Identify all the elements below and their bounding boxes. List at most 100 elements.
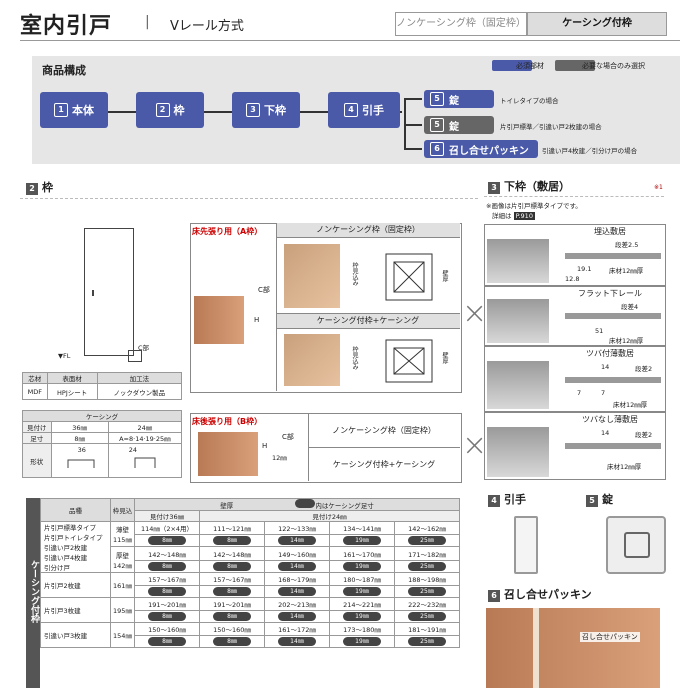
frame-section-drawing-a1 — [385, 253, 433, 301]
page-title: 室内引戸 — [20, 14, 113, 39]
casing-leg-pill: 8㎜ — [148, 612, 186, 621]
panel-divider — [308, 447, 460, 448]
dim-label: 7 — [601, 389, 606, 397]
thickness-range: 222～232㎜ — [394, 597, 460, 611]
tab-non-casing[interactable]: ノンケーシング枠（固定枠） — [395, 12, 527, 36]
pill-cell: 8㎜ — [134, 610, 200, 623]
cross-icon: × — [462, 296, 488, 331]
spec-value: HPJシート — [46, 383, 98, 400]
section-num: 3 — [488, 182, 500, 194]
dim-label: 壁厚 — [441, 270, 448, 282]
page-subtitle: Vレール方式 — [170, 19, 244, 34]
branch-arrow — [404, 148, 422, 150]
wall-label: 厚壁 — [116, 551, 129, 560]
num-badge: 6 — [430, 142, 444, 156]
casing-leg-pill: 8㎜ — [148, 562, 186, 571]
casing-cell: 36㎜ — [50, 421, 109, 433]
dim-label: 床材12㎜厚 — [613, 401, 648, 409]
pill-cell: 14㎜ — [264, 534, 330, 547]
tab-casing[interactable]: ケーシング付枠 — [527, 12, 667, 36]
section-num: 4 — [488, 495, 500, 507]
pill-cell: 14㎜ — [264, 610, 330, 623]
component-label: 下枠 — [264, 104, 286, 117]
thickness-range: 150～160㎜ — [134, 622, 200, 636]
frame-section-photo-b — [198, 432, 258, 476]
panel-divider — [276, 223, 277, 391]
section-title: 錠 — [602, 493, 613, 506]
floor-material — [565, 377, 661, 383]
thickness-range: 214～221㎜ — [329, 597, 395, 611]
pill-cell: 25㎜ — [394, 560, 460, 573]
lower-type-flat: フラット下レール 段差4 51 床材12㎜厚 — [484, 286, 666, 346]
casing-leg-pill: 14㎜ — [278, 536, 316, 545]
component-label: 引手 — [362, 104, 384, 117]
pill-cell: 19㎜ — [329, 585, 395, 598]
lower-note: ※画像は片引戸標準タイプです。 — [486, 202, 582, 210]
casing-cell: 形状 — [22, 443, 52, 478]
casing-shape-36: 36 — [50, 443, 109, 478]
pill-cell: 8㎜ — [199, 534, 265, 547]
casing-leg-pill: 8㎜ — [148, 536, 186, 545]
dim-label: 床材12㎜厚 — [609, 267, 644, 275]
sub-header: 見付け24㎜ — [199, 510, 460, 522]
dim-label: 19.1 — [577, 265, 592, 273]
component-note: 引違い戸4枚建／引分け戸の場合 — [542, 147, 638, 155]
thickness-range: 161～170㎜ — [329, 546, 395, 561]
thickness-range: 168～179㎜ — [264, 572, 330, 586]
dim-label: 14 — [601, 363, 610, 371]
pill-cell: 8㎜ — [199, 585, 265, 598]
panel-a-sub1: ノンケーシング枠（固定枠） — [276, 223, 460, 238]
thickness-range: 180～187㎜ — [329, 572, 395, 586]
panel-a-h-label: H — [254, 316, 260, 324]
thickness-range: 157～167㎜ — [199, 572, 265, 586]
panel-b-sub1: ノンケーシング枠（固定枠） — [332, 426, 436, 435]
product-name: 片引戸標準タイプ — [44, 524, 96, 532]
col-header: 品種 — [40, 498, 111, 522]
section-num: 6 — [488, 590, 500, 602]
col-header-thickness: 壁厚 内はケーシング足寸 — [134, 498, 460, 511]
lower-type-name: ツバなし薄敷居 — [582, 415, 638, 424]
title-separator: | — [145, 14, 150, 30]
lock-faceplate — [624, 532, 650, 558]
casing-dim: 36 — [77, 445, 86, 454]
pill-cell: 19㎜ — [329, 560, 395, 573]
packing-strip — [533, 608, 539, 688]
product-name: 引違い戸2枚建 — [44, 544, 88, 552]
pill-cell: 19㎜ — [329, 635, 395, 648]
casing-dim: 24 — [128, 445, 138, 454]
door-elevation-drawing — [84, 228, 134, 356]
legend-required-swatch — [492, 60, 532, 71]
component-note: 片引戸標準／引違い戸2枚建の場合 — [500, 123, 602, 131]
table-side-band — [26, 498, 40, 688]
section-title: 枠 — [42, 181, 53, 194]
lower-photo — [487, 427, 549, 477]
page-ref-badge[interactable]: P.910 — [513, 212, 535, 220]
casing-cell: 足寸 — [22, 432, 52, 444]
casing-leg-pill: 8㎜ — [213, 637, 251, 646]
casing-cell: 見付け — [22, 421, 52, 433]
pill-cell: 25㎜ — [394, 585, 460, 598]
component-label: 本体 — [72, 104, 94, 117]
dim-label: 段差4 — [621, 303, 639, 311]
thickness-range: 181～191㎜ — [394, 622, 460, 636]
dim-label: 51 — [595, 327, 604, 335]
col-header: 枠見込 — [110, 498, 135, 522]
casing-leg-pill: 25㎜ — [408, 637, 446, 646]
floor-material — [565, 313, 661, 319]
panel-a-sub2: ケーシング付枠+ケーシング — [276, 313, 460, 329]
door-handle — [92, 290, 94, 296]
casing-header: ケーシング — [22, 410, 182, 422]
pill-cell: 19㎜ — [329, 534, 395, 547]
lower-photo — [487, 239, 549, 283]
dim-label: 枠見込み — [351, 262, 358, 286]
thickness-range: 142～148㎜ — [199, 546, 265, 561]
panel-b-frame — [190, 413, 462, 483]
